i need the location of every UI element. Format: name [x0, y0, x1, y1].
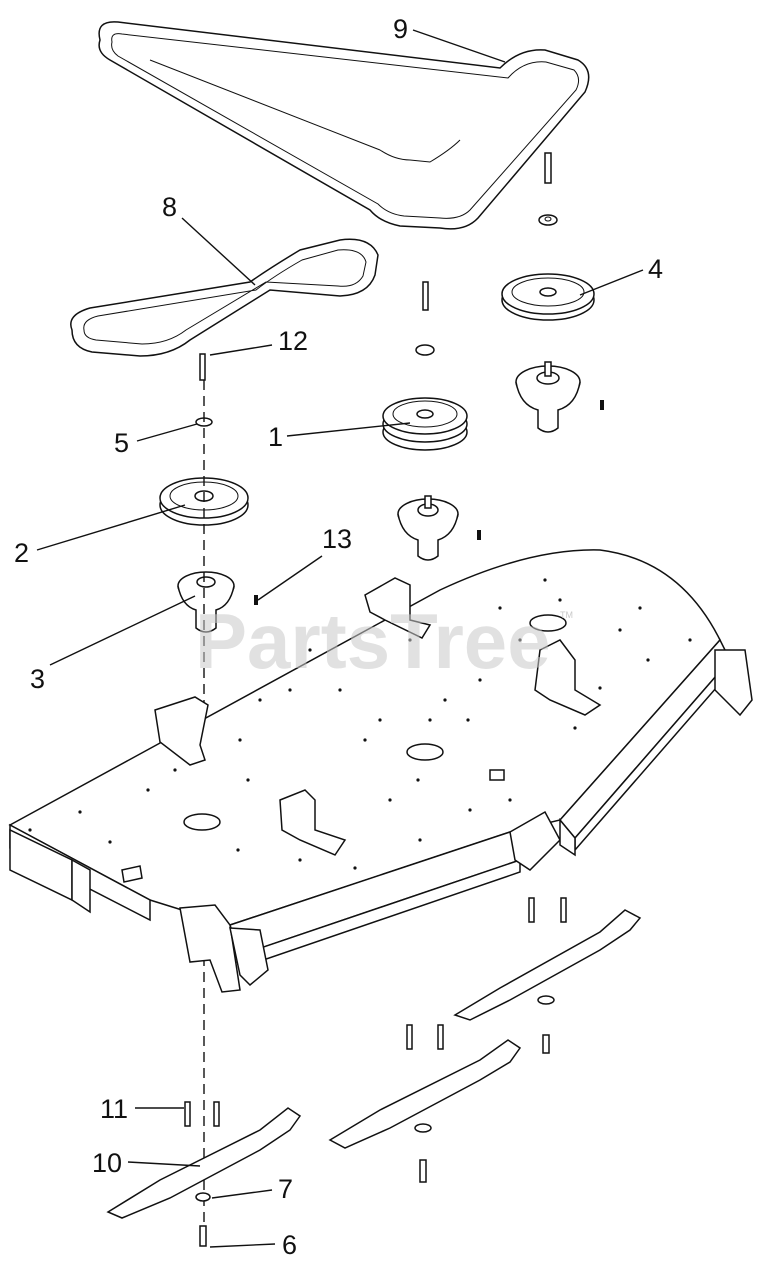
leader-lines — [36, 29, 644, 1248]
middle-washer[interactable] — [415, 344, 435, 356]
callout-1[interactable]: 1 — [268, 422, 283, 452]
callout-9[interactable]: 9 — [393, 14, 408, 44]
deck-rivets — [28, 578, 692, 870]
large-drive-belt[interactable] — [98, 21, 590, 230]
callout-3[interactable]: 3 — [30, 664, 45, 694]
watermark-text: PartsTree — [195, 597, 551, 685]
callout-4[interactable]: 4 — [648, 254, 663, 284]
bolts-11[interactable] — [184, 1101, 220, 1127]
spindle-right[interactable] — [515, 361, 604, 433]
bolt-12[interactable] — [199, 353, 206, 381]
callout-13[interactable]: 13 — [322, 524, 352, 554]
blade-left[interactable] — [106, 1107, 302, 1219]
washer-right[interactable] — [538, 214, 558, 226]
spindle-3[interactable] — [177, 571, 258, 633]
spindle-center[interactable] — [397, 495, 481, 561]
callout-5[interactable]: 5 — [114, 428, 129, 458]
bolt-6[interactable] — [199, 1225, 207, 1247]
top-bolt-right[interactable] — [544, 152, 552, 184]
blade-bolts-right[interactable] — [406, 897, 567, 1050]
callout-7[interactable]: 7 — [278, 1174, 293, 1204]
callout-11[interactable]: 11 — [100, 1094, 128, 1124]
small-drive-belt[interactable] — [70, 238, 379, 357]
callout-10[interactable]: 10 — [92, 1148, 122, 1178]
blade-right[interactable] — [453, 909, 642, 1054]
pulley-4[interactable] — [501, 273, 595, 321]
callout-12[interactable]: 12 — [278, 326, 308, 356]
callout-2[interactable]: 2 — [14, 538, 29, 568]
mower-deck[interactable] — [8, 549, 753, 993]
blade-center[interactable] — [328, 1039, 522, 1183]
callout-8[interactable]: 8 — [162, 192, 177, 222]
middle-bolt[interactable] — [422, 281, 429, 311]
callout-6[interactable]: 6 — [282, 1230, 297, 1260]
watermark-trademark: TM — [560, 610, 573, 620]
